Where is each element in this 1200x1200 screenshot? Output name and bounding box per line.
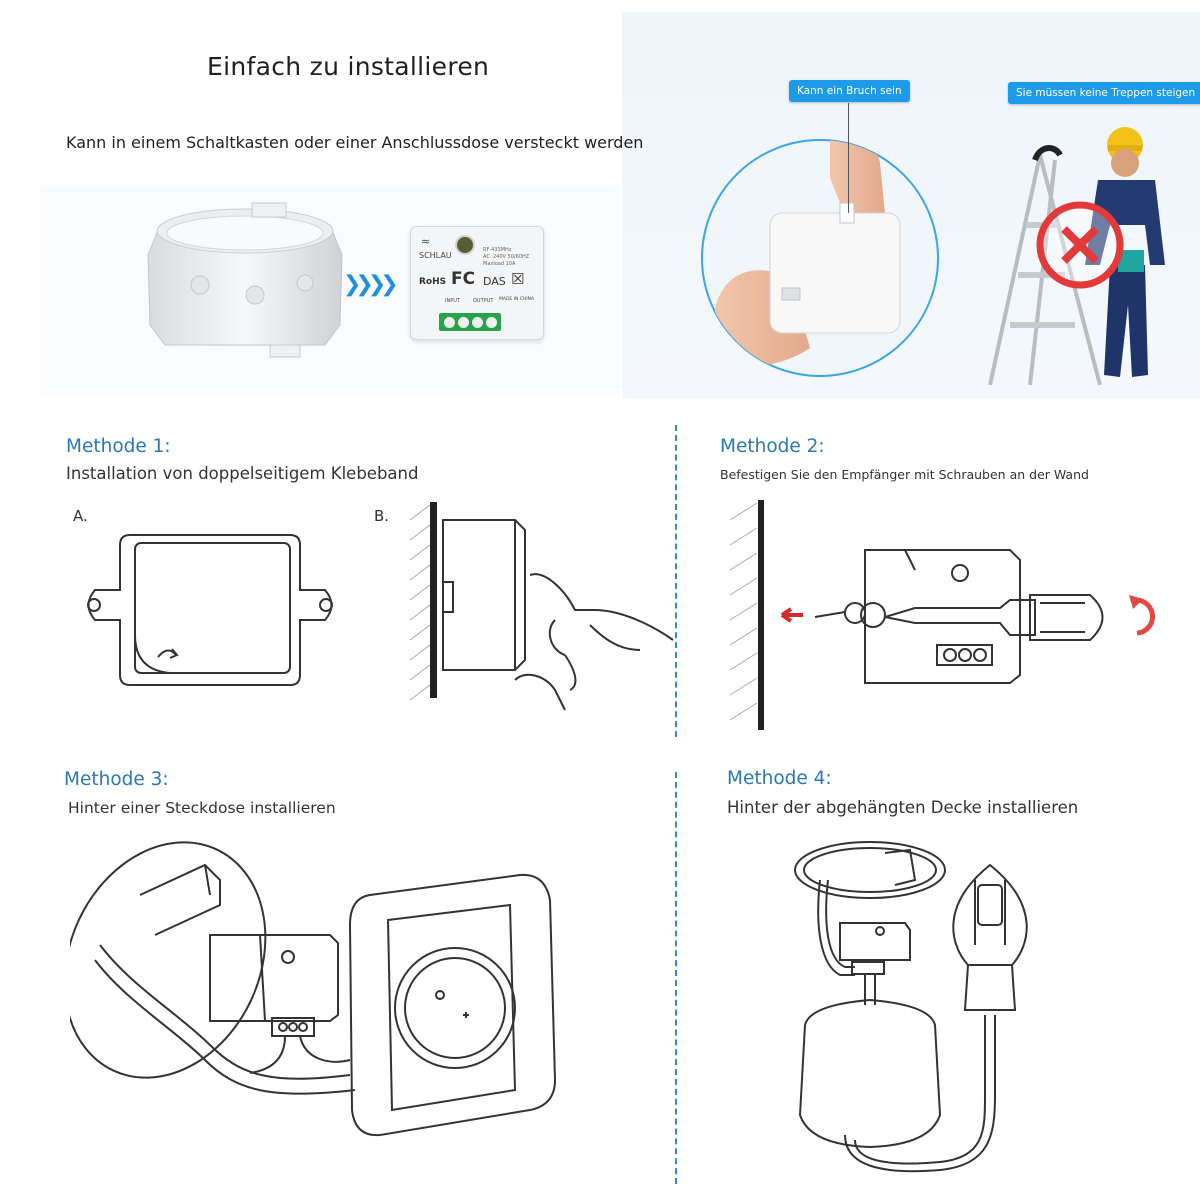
device-brand: SCHLAU [419, 251, 452, 260]
terminal-block [439, 313, 501, 331]
tape-module-drawing [87, 534, 333, 686]
device-spec-ac: AC [483, 254, 490, 260]
device-spec-frequency: RF-433MHz [483, 247, 512, 253]
method4-desc: Hinter der abgehängten Decke installiere… [727, 798, 1079, 817]
wifi-icon: ≈ [421, 235, 431, 248]
ceiling-install-drawing [794, 841, 1028, 1173]
fc-mark: FC [451, 269, 476, 289]
hand-break-image [701, 139, 939, 377]
method2-desc: Befestigen Sie den Empfänger mit Schraub… [720, 467, 1089, 482]
method3-desc: Hinter einer Steckdose installieren [68, 799, 336, 817]
divider-upper [675, 425, 677, 737]
junction-box-image [147, 202, 343, 358]
learn-button-icon [455, 235, 475, 255]
rohs-mark: RoHS [419, 277, 447, 287]
method3-title: Methode 3: [64, 769, 169, 790]
tape-hand-drawing [409, 502, 674, 711]
worker-ladder-image [988, 127, 1165, 386]
output-label: OUTPUT [473, 298, 494, 304]
badge-stairs: Sie müssen keine Treppen steigen [1008, 82, 1200, 104]
input-label: INPUT [445, 298, 460, 304]
method1-label-a: A. [73, 507, 88, 525]
screw-mount-drawing [729, 500, 1155, 730]
method2-title: Methode 2: [720, 436, 825, 457]
page-subtitle: Kann in einem Schaltkasten oder einer An… [66, 133, 644, 152]
method1-label-b: B. [374, 507, 390, 525]
method1-desc: Installation von doppelseitigem Klebeban… [66, 464, 419, 483]
made-in-label: MADE IN CHINA [499, 297, 535, 302]
weee-icon: ☒ [511, 270, 525, 288]
device-spec-load: Maxload 10A [483, 261, 516, 267]
das-mark: DAS [483, 275, 506, 288]
arrows-right-icon: ❯❯❯❯ [343, 272, 399, 297]
socket-install-drawing [70, 841, 557, 1137]
divider-lower [675, 772, 677, 1184]
receiver-device: ≈ SCHLAU RF-433MHz AC 240V 50/60HZ Maxlo… [410, 226, 544, 340]
break-callout-line [848, 103, 849, 213]
page-title: Einfach zu installieren [207, 52, 490, 81]
device-spec-voltage: 240V 50/60HZ [493, 254, 530, 260]
method1-title: Methode 1: [66, 436, 171, 457]
badge-break: Kann ein Bruch sein [789, 80, 910, 102]
method4-title: Methode 4: [727, 768, 832, 789]
